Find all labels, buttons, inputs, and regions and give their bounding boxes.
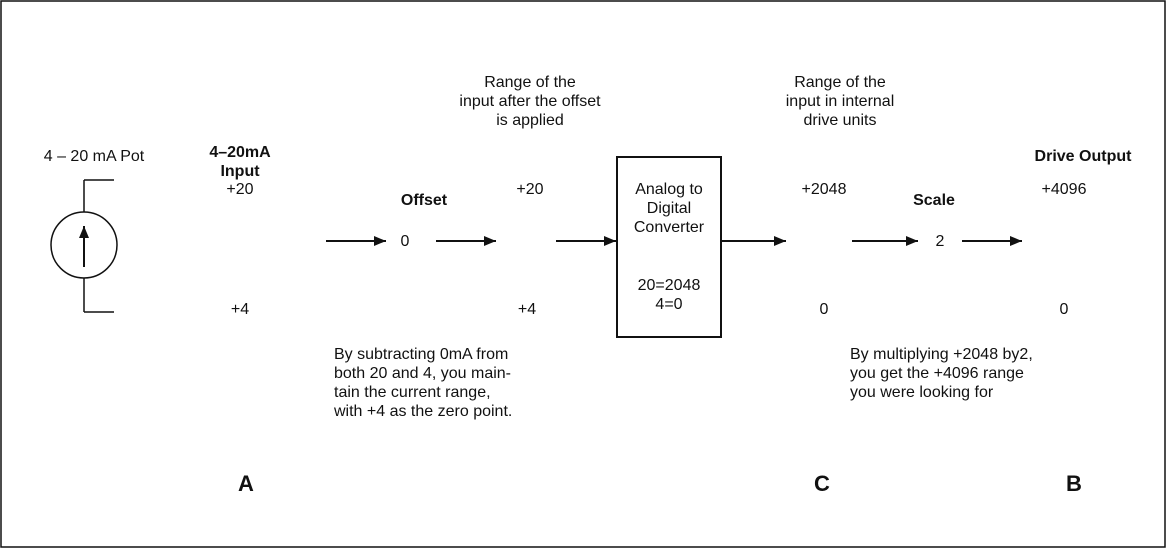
marker-b: B <box>1066 471 1082 496</box>
input-low-value: +4 <box>230 301 250 318</box>
current-source-symbol <box>50 179 118 313</box>
offset-value: 0 <box>400 233 410 250</box>
internal-high-value: +2048 <box>801 181 847 198</box>
offset-range-low-value: +4 <box>517 301 537 318</box>
offset-heading: Offset <box>400 192 448 209</box>
converter-box <box>616 156 722 338</box>
input-high-value: +20 <box>226 181 254 198</box>
output-high-value: +4096 <box>1041 181 1087 198</box>
converter-name: Analog to Digital Converter <box>633 181 705 236</box>
output-low-value: 0 <box>1059 301 1069 318</box>
marker-c: C <box>814 471 830 496</box>
source-label: 4 – 20 mA Pot <box>43 148 145 165</box>
scale-explanation: By multiplying +2048 by2, you get the +4… <box>850 346 1033 401</box>
input-heading: 4–20mA Input <box>209 144 271 180</box>
offset-range-note: Range of the input after the offset is a… <box>459 74 601 129</box>
internal-range-note: Range of the input in internal drive uni… <box>785 74 895 129</box>
converter-mapping: 20=2048 4=0 <box>637 277 701 313</box>
scale-heading: Scale <box>913 192 955 209</box>
output-heading: Drive Output <box>1034 148 1132 165</box>
internal-low-value: 0 <box>819 301 829 318</box>
offset-explanation: By subtracting 0mA from both 20 and 4, y… <box>334 346 513 420</box>
offset-range-high-value: +20 <box>516 181 544 198</box>
scale-value: 2 <box>935 233 945 250</box>
marker-a: A <box>238 471 254 496</box>
